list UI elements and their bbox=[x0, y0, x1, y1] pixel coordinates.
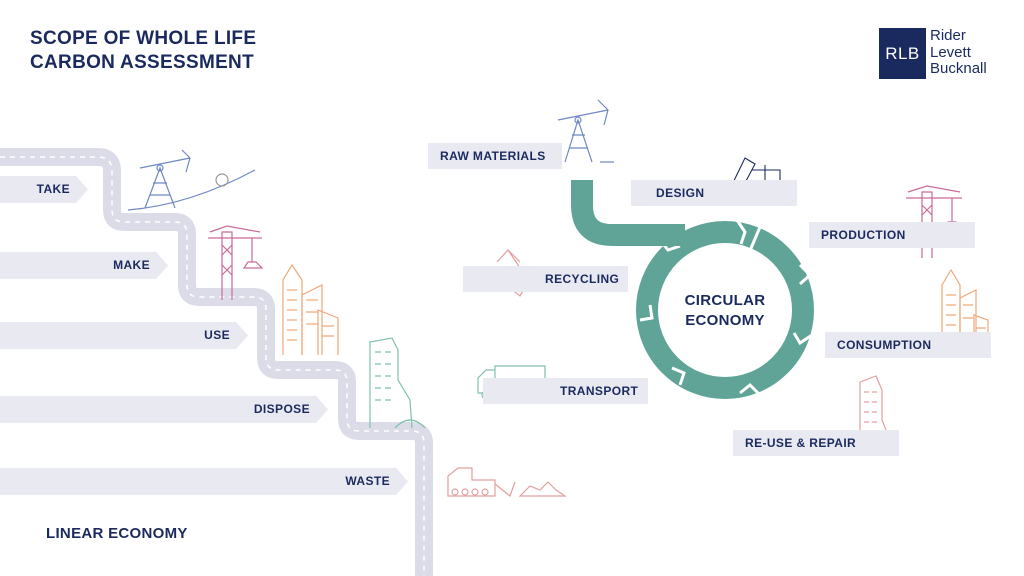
buildings-icon bbox=[282, 263, 339, 355]
circular-title-line-2: ECONOMY bbox=[685, 312, 765, 329]
logo-word-2: Levett bbox=[930, 43, 971, 61]
ring-segment-gaps bbox=[639, 219, 813, 397]
raw-materials-feeder bbox=[571, 180, 685, 246]
crane-icon bbox=[208, 225, 264, 300]
linear-step-make: MAKE bbox=[0, 252, 168, 279]
linear-step-dispose: DISPOSE bbox=[0, 396, 328, 423]
linear-step-waste: WASTE bbox=[0, 468, 408, 495]
stage-production: PRODUCTION bbox=[809, 222, 975, 248]
linear-step-use: USE bbox=[0, 322, 248, 349]
linear-economy-title: LINEAR ECONOMY bbox=[46, 525, 188, 542]
logo-monogram: RLB bbox=[879, 28, 926, 79]
stage-recycling: RECYCLING bbox=[463, 266, 628, 292]
rlb-logo: RLB Rider Levett Bucknall bbox=[879, 27, 987, 79]
page-title: SCOPE OF WHOLE LIFE CARBON ASSESSMENT bbox=[30, 27, 256, 75]
logo-wordmark: Rider Levett Bucknall bbox=[930, 27, 987, 78]
stage-transport: TRANSPORT bbox=[483, 378, 648, 404]
demolition-icon bbox=[369, 337, 426, 429]
stage-design: DESIGN bbox=[631, 180, 797, 206]
oil-pump-icon bbox=[127, 149, 256, 211]
oil-pump-icon-circular bbox=[557, 99, 614, 163]
title-line-1: SCOPE OF WHOLE LIFE bbox=[30, 28, 257, 49]
logo-word-1: Rider bbox=[930, 27, 966, 44]
linear-road bbox=[0, 148, 433, 576]
circular-economy-title: CIRCULAR ECONOMY bbox=[660, 291, 790, 331]
circular-title-line-1: CIRCULAR bbox=[684, 292, 766, 309]
bulldozer-icon bbox=[447, 467, 567, 497]
linear-step-take: TAKE bbox=[0, 176, 88, 203]
stage-raw-materials: RAW MATERIALS bbox=[428, 143, 562, 169]
circular-ring bbox=[636, 221, 814, 399]
title-line-2: CARBON ASSESSMENT bbox=[30, 52, 254, 73]
stage-consumption: CONSUMPTION bbox=[825, 332, 991, 358]
stage-reuse-repair: RE-USE & REPAIR bbox=[733, 430, 899, 456]
logo-word-3: Bucknall bbox=[930, 60, 987, 77]
